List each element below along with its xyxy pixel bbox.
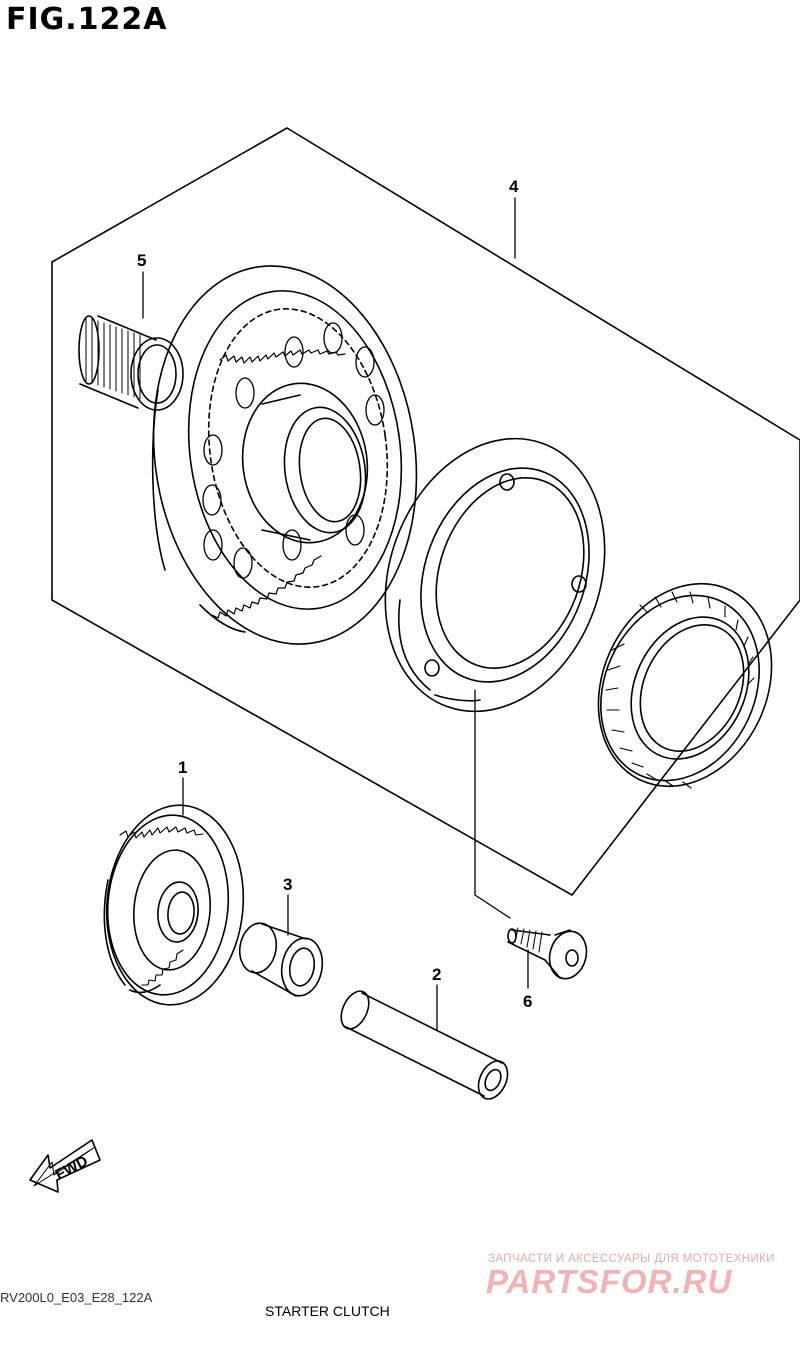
callout-3: 3: [283, 875, 292, 894]
callout-5: 5: [137, 251, 146, 270]
watermark-subtitle: ЗАПЧАСТИ И АКСЕССУАРЫ ДЛЯ МОТОТЕХНИКИ: [488, 1253, 775, 1265]
callout-4: 4: [509, 177, 519, 196]
clutch-housing: [384, 437, 606, 713]
bushing: [238, 922, 324, 997]
figure-title: FIG.122A: [6, 2, 168, 37]
leader-lines: [142, 197, 529, 1031]
callout-2: 2: [432, 965, 441, 984]
figure-code: RV200L0_E03_E28_122A: [0, 1290, 153, 1305]
starter-driven-gear: [151, 265, 418, 645]
one-way-clutch: [597, 582, 773, 789]
shaft: [340, 990, 509, 1100]
callout-1: 1: [178, 758, 187, 777]
assembly-outline: [51, 127, 800, 896]
fwd-arrow: [29, 1139, 101, 1193]
figure-caption: STARTER CLUTCH: [265, 1303, 390, 1319]
bolt: [507, 927, 588, 980]
idle-gear: [103, 804, 245, 1006]
needle-bearing: [78, 315, 184, 411]
watermark-logo: PARTSFOR.RU: [486, 1263, 733, 1300]
callout-6: 6: [523, 992, 532, 1011]
